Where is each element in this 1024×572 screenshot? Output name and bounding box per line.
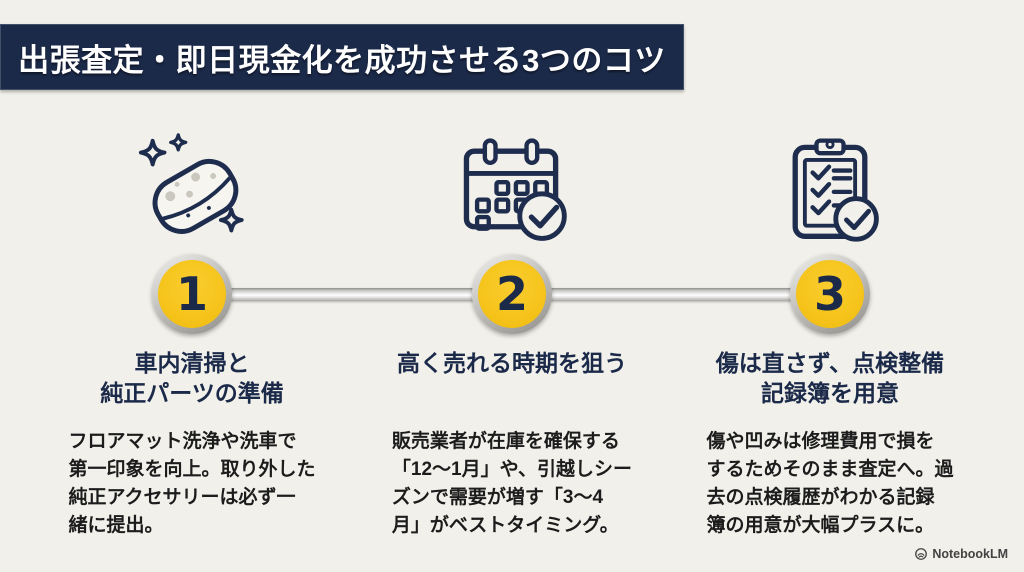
page-title: 出張査定・即日現金化を成功させる3つのコツ xyxy=(18,42,666,78)
step-1-title: 車内清掃と 純正パーツの準備 xyxy=(100,350,284,407)
step-3-title: 傷は直さず、点検整備 記録簿を用意 xyxy=(715,350,945,407)
step-2: 2 高く売れる時期を狙う 販売業者が在庫を確保する 「12〜1月」や、引越しシー… xyxy=(362,128,662,540)
step-3-number: 3 xyxy=(813,267,846,321)
step-2-number: 2 xyxy=(495,267,528,321)
notebooklm-logo-icon xyxy=(914,547,928,561)
step-3-body: 傷や凹みは修理費用で損を するためそのまま査定へ。過 去の点検履歴がわかる記録 … xyxy=(706,431,954,536)
step-1-number: 1 xyxy=(175,267,208,321)
watermark-text: NotebookLM xyxy=(932,547,1008,561)
step-3-number-badge: 3 xyxy=(790,254,870,334)
step-2-number-circle: 2 xyxy=(478,260,546,328)
step-1-body: フロアマット洗浄や洗車で 第一印象を向上。取り外した 純正アクセサリーは必ず一 … xyxy=(68,431,316,536)
step-3-number-circle: 3 xyxy=(796,260,864,328)
sponge-sparkle-icon xyxy=(42,128,342,248)
step-1: 1 車内清掃と 純正パーツの準備 フロアマット洗浄や洗車で 第一印象を向上。取り… xyxy=(42,128,342,540)
step-2-number-badge: 2 xyxy=(472,254,552,334)
step-1-number-circle: 1 xyxy=(158,260,226,328)
watermark: NotebookLM xyxy=(914,547,1008,561)
step-2-body: 販売業者が在庫を確保する 「12〜1月」や、引越しシー ズンで需要が増す「3〜4… xyxy=(391,431,633,536)
step-1-number-badge: 1 xyxy=(152,254,232,334)
title-bar: 出張査定・即日現金化を成功させる3つのコツ xyxy=(0,24,684,90)
clipboard-check-icon xyxy=(680,128,980,248)
step-2-title: 高く売れる時期を狙う xyxy=(397,350,627,376)
calendar-check-icon xyxy=(362,128,662,248)
step-3: 3 傷は直さず、点検整備 記録簿を用意 傷や凹みは修理費用で損を するためそのま… xyxy=(680,128,980,540)
